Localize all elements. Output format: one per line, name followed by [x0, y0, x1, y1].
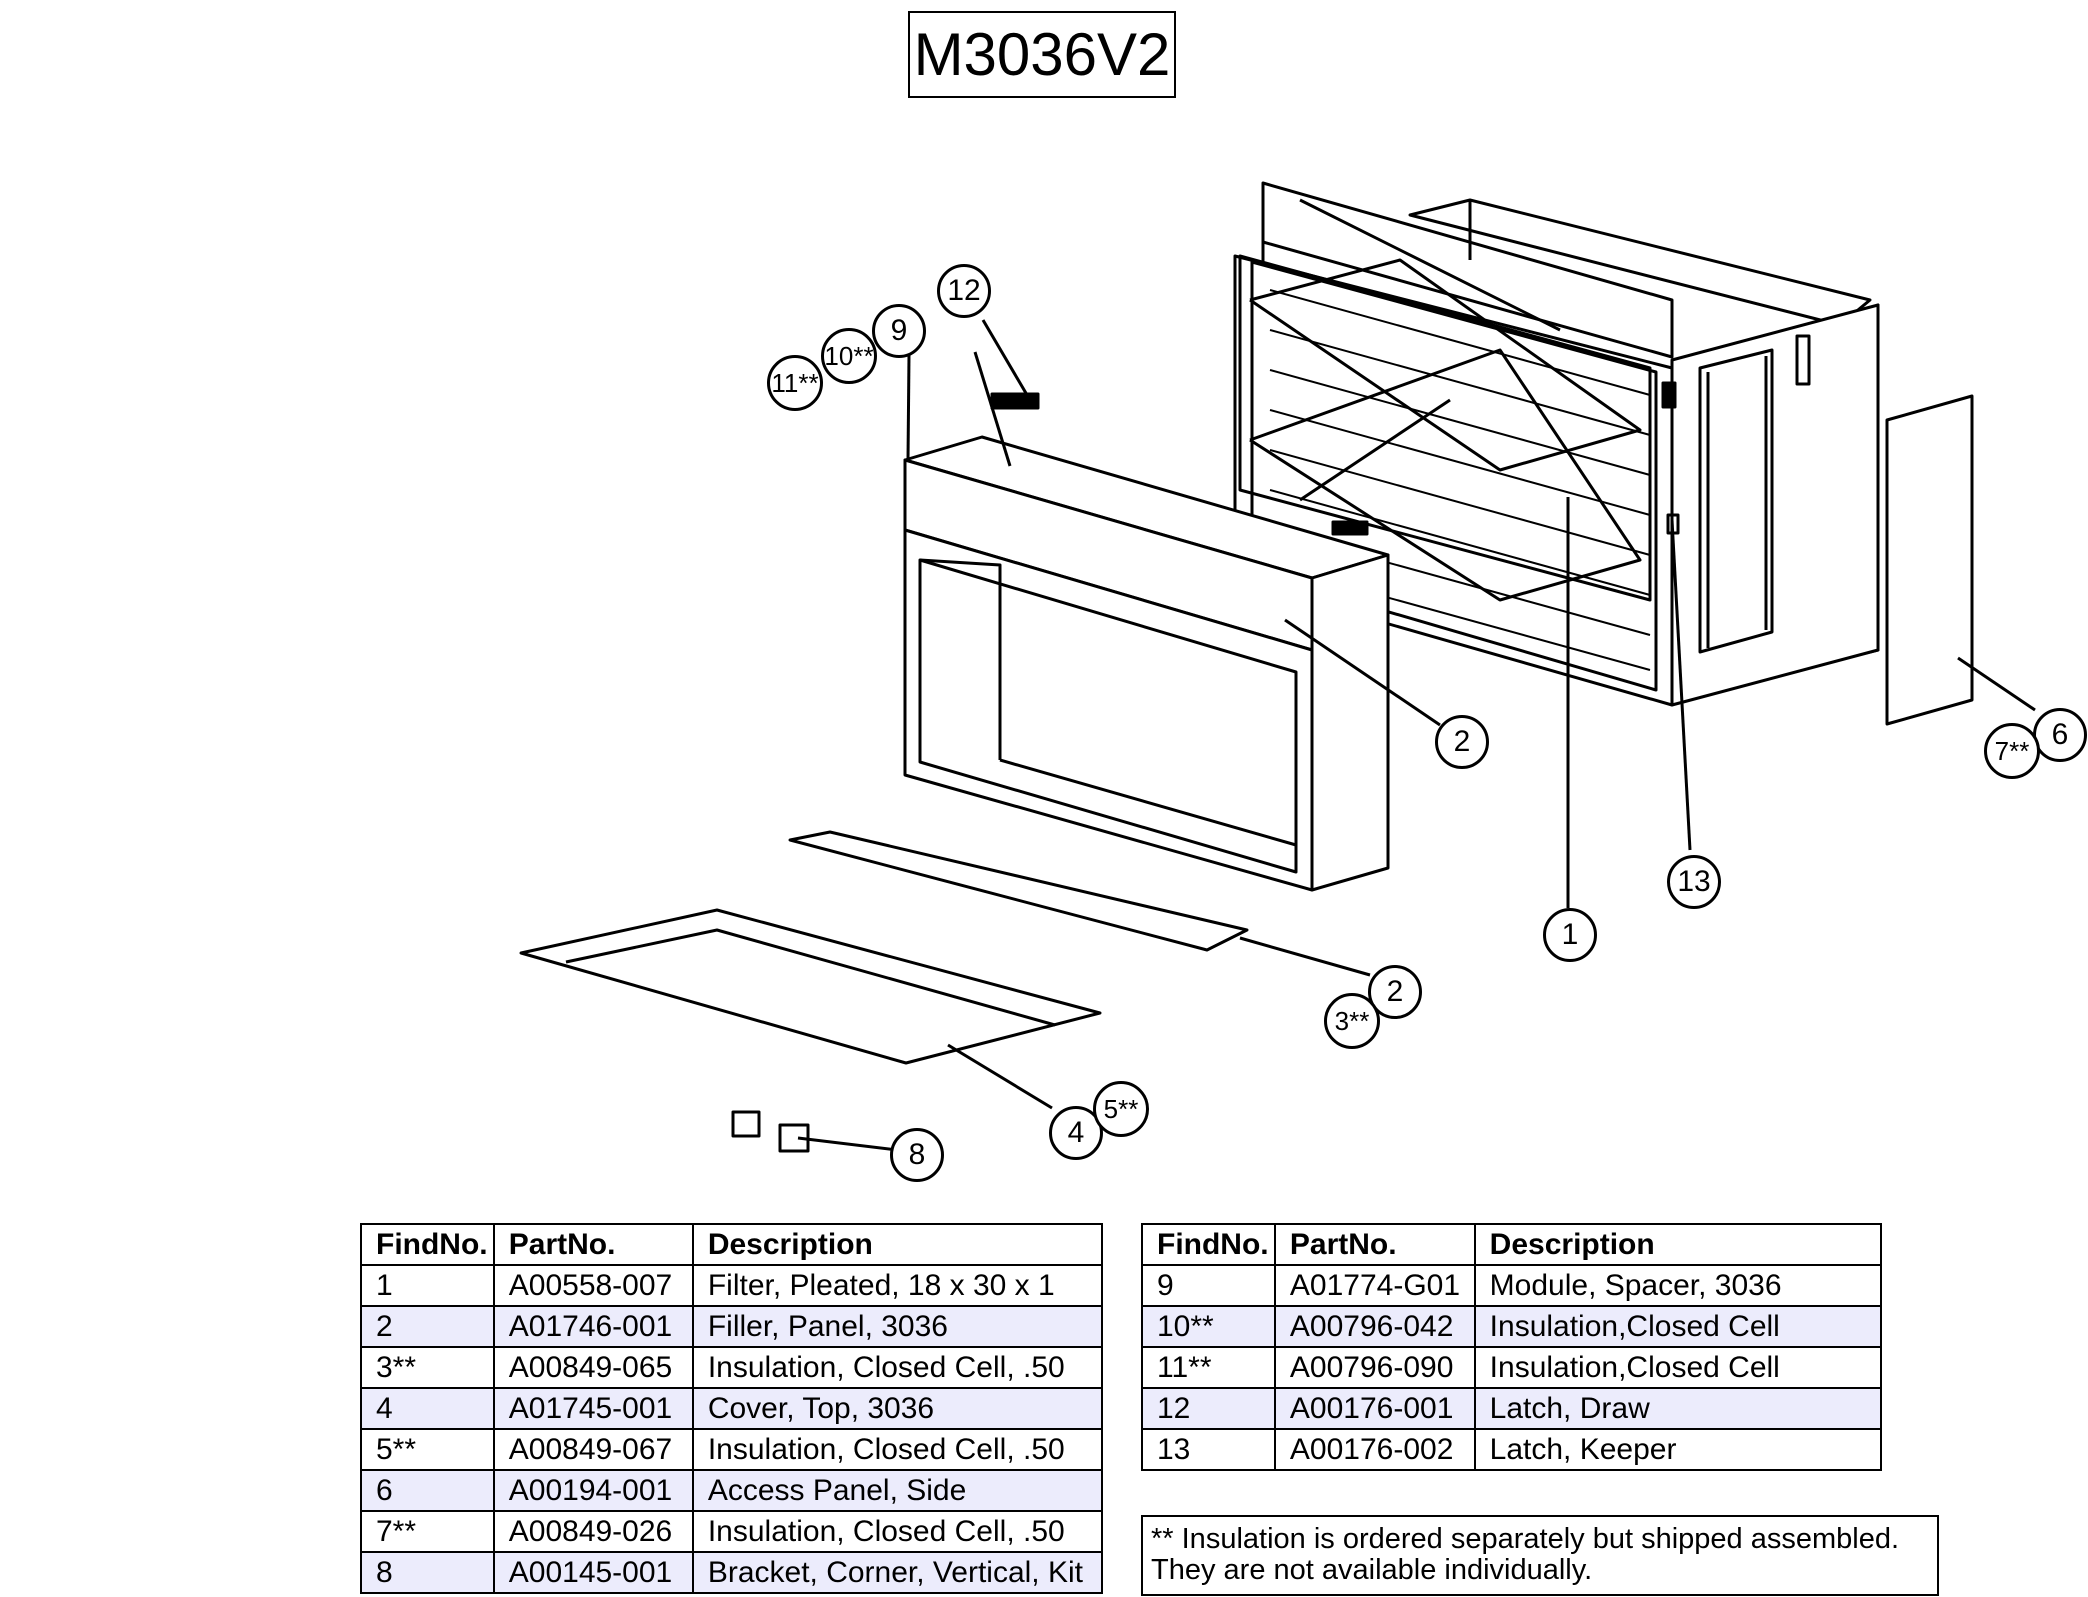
find-no: 8	[360, 1551, 495, 1594]
find-no: 7**	[360, 1510, 495, 1553]
description: Latch, Draw	[1473, 1387, 1883, 1430]
callout-7: 7**	[1984, 723, 2040, 779]
col-header-description: Description	[691, 1223, 1104, 1266]
find-no: 6	[360, 1469, 495, 1512]
note-line-1: ** Insulation is ordered separately but …	[1151, 1523, 1900, 1555]
side-access-panel	[1885, 394, 1974, 726]
leader-lines	[797, 319, 2036, 1152]
part-no: A01774-G01	[1273, 1264, 1476, 1307]
part-no: A00176-002	[1273, 1428, 1476, 1471]
callout-2: 2	[1435, 715, 1489, 769]
note-line-2: They are not available individually.	[1151, 1554, 1593, 1586]
callout-1: 1	[1543, 908, 1597, 962]
spacer-module	[903, 435, 1390, 892]
part-no: A00849-065	[492, 1346, 694, 1389]
draw-latch	[990, 392, 1040, 410]
description: Cover, Top, 3036	[691, 1387, 1104, 1430]
description: Insulation, Closed Cell, .50	[691, 1346, 1104, 1389]
callout-10: 10**	[821, 328, 877, 384]
find-no: 5**	[360, 1428, 495, 1471]
find-no: 4	[360, 1387, 495, 1430]
top-cover	[519, 908, 1102, 1065]
callout-13: 13	[1667, 855, 1721, 909]
callout-6: 6	[2033, 708, 2087, 762]
find-no: 13	[1141, 1428, 1276, 1471]
callout-9: 9	[872, 304, 926, 358]
find-no: 2	[360, 1305, 495, 1348]
part-no: A00145-001	[492, 1551, 694, 1594]
part-no: A00849-026	[492, 1510, 694, 1553]
description: Insulation, Closed Cell, .50	[691, 1510, 1104, 1553]
description: Insulation, Closed Cell, .50	[691, 1428, 1104, 1471]
callout-5: 5**	[1093, 1081, 1149, 1137]
col-header-partno: PartNo.	[1273, 1223, 1476, 1266]
part-no: A01745-001	[492, 1387, 694, 1430]
callout-8: 8	[890, 1128, 944, 1182]
find-no: 9	[1141, 1264, 1276, 1307]
description: Filter, Pleated, 18 x 30 x 1	[691, 1264, 1104, 1307]
model-title: M3036V2	[908, 11, 1176, 98]
corner-brackets	[731, 1110, 810, 1153]
callout-11: 11**	[767, 355, 823, 411]
insulation-note: ** Insulation is ordered separately but …	[1141, 1515, 1939, 1596]
description: Insulation,Closed Cell	[1473, 1305, 1883, 1348]
col-header-findno: FindNo.	[1141, 1223, 1276, 1266]
part-no: A00176-001	[1273, 1387, 1476, 1430]
part-no: A00849-067	[492, 1428, 694, 1471]
description: Bracket, Corner, Vertical, Kit	[691, 1551, 1104, 1594]
part-no: A00796-090	[1273, 1346, 1476, 1389]
find-no: 3**	[360, 1346, 495, 1389]
filler-panel	[788, 830, 1249, 952]
part-no: A01746-001	[492, 1305, 694, 1348]
callout-4: 4	[1049, 1106, 1103, 1160]
description: Latch, Keeper	[1473, 1428, 1883, 1471]
description: Insulation,Closed Cell	[1473, 1346, 1883, 1389]
part-no: A00194-001	[492, 1469, 694, 1512]
find-no: 11**	[1141, 1346, 1276, 1389]
col-header-findno: FindNo.	[360, 1223, 495, 1266]
callout-3: 3**	[1324, 993, 1380, 1049]
callout-12: 12	[937, 264, 991, 318]
find-no: 12	[1141, 1387, 1276, 1430]
description: Filler, Panel, 3036	[691, 1305, 1104, 1348]
part-no: A00558-007	[492, 1264, 694, 1307]
find-no: 1	[360, 1264, 495, 1307]
description: Access Panel, Side	[691, 1469, 1104, 1512]
col-header-description: Description	[1473, 1223, 1883, 1266]
description: Module, Spacer, 3036	[1473, 1264, 1883, 1307]
part-no: A00796-042	[1273, 1305, 1476, 1348]
find-no: 10**	[1141, 1305, 1276, 1348]
col-header-partno: PartNo.	[492, 1223, 694, 1266]
